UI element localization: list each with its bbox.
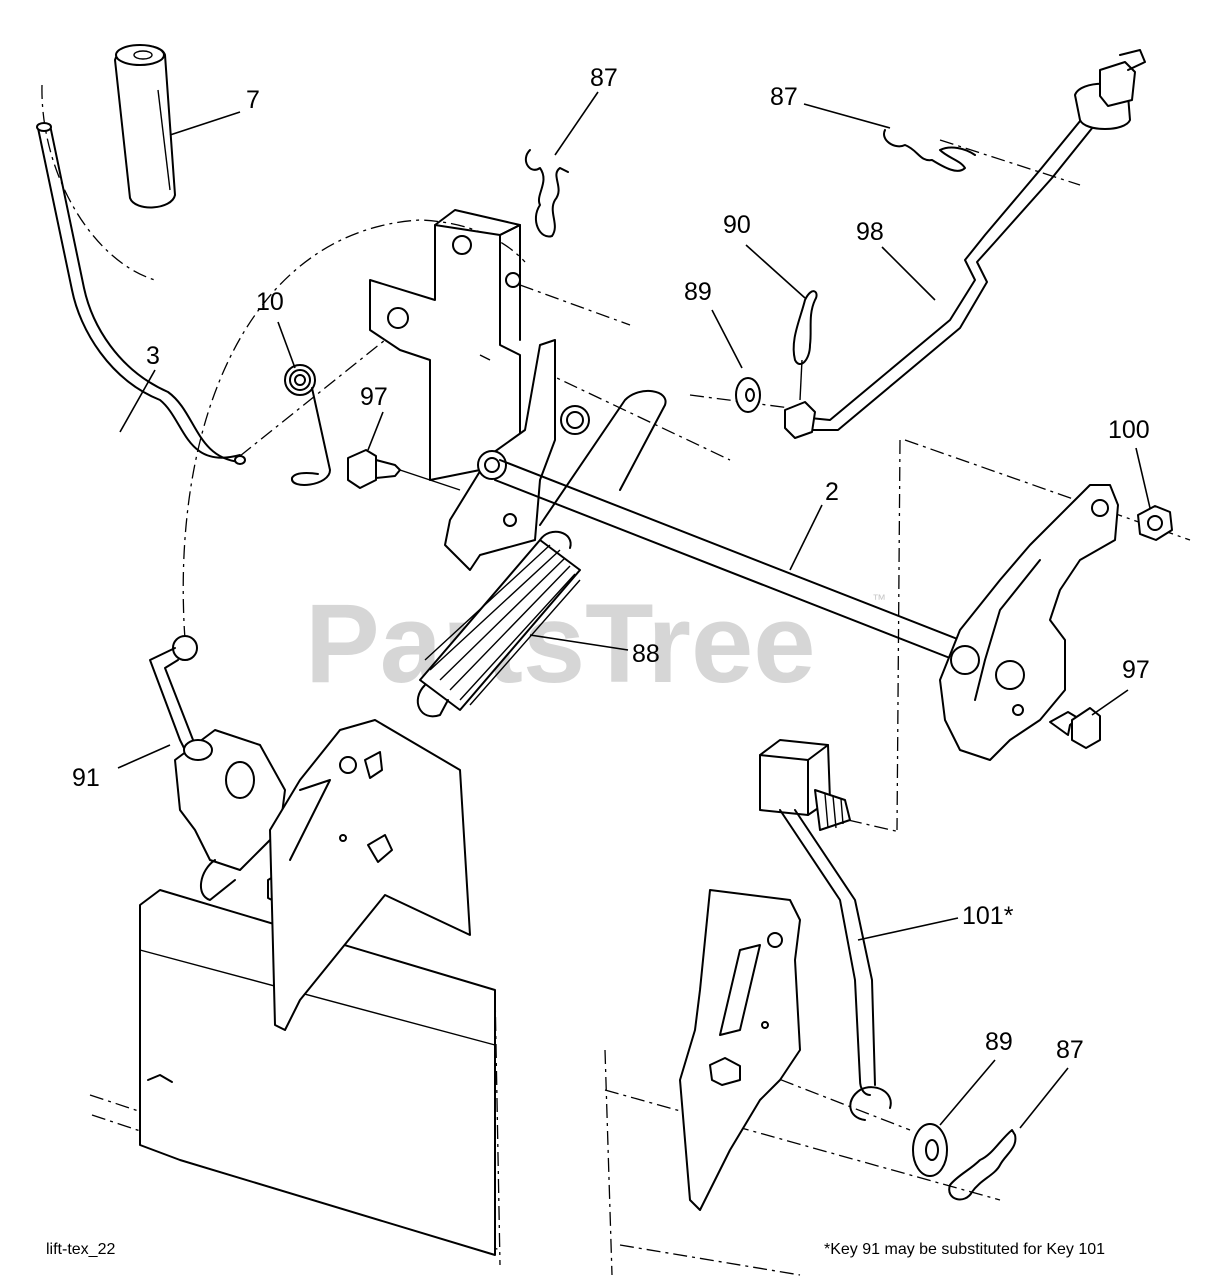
part-87-hairpin-clip-right	[883, 129, 976, 172]
leader-89-top	[711, 309, 743, 369]
leader-87-top	[554, 91, 599, 156]
part-88-extension-spring	[416, 530, 581, 718]
part-101-lower-lift-rod	[759, 739, 892, 1121]
part-10-torsion-spring	[284, 364, 331, 486]
part-90-cotter-pin	[792, 290, 818, 401]
callout-89-top: 89	[684, 278, 712, 306]
leader-87-bottom	[1019, 1067, 1069, 1129]
leader-87-right	[803, 103, 891, 129]
callout-97-left: 97	[360, 383, 388, 411]
part-97-bolt-left	[347, 449, 461, 491]
leader-7	[169, 111, 241, 136]
callout-7: 7	[246, 86, 260, 114]
leader-100	[1135, 447, 1151, 509]
leader-10	[277, 321, 296, 369]
callout-87-bottom: 87	[1056, 1036, 1084, 1064]
part-3-lift-lever	[36, 122, 246, 465]
leader-101	[857, 917, 959, 941]
callout-3: 3	[146, 342, 160, 370]
part-89-washer-top	[735, 377, 761, 413]
diagram-id: lift-tex_22	[46, 1241, 115, 1258]
assembly-line-shaft	[539, 369, 731, 461]
leader-90	[745, 244, 806, 299]
part-89-washer-bottom	[912, 1123, 948, 1177]
callouts: 7 3 10 87 97 87 90 98 89 100 2 88 97 91 …	[72, 64, 1150, 1064]
callout-97-right: 97	[1122, 656, 1150, 684]
mower-deck-left	[139, 889, 496, 1256]
assembly-line-washer	[689, 394, 791, 409]
assembly-line-clip-top-right	[939, 139, 1081, 186]
deck-slot	[147, 1074, 173, 1083]
callout-87-top: 87	[590, 64, 618, 92]
left-deck-bracket	[269, 719, 471, 1031]
assembly-line-block	[847, 819, 901, 833]
callout-10: 10	[256, 288, 284, 316]
leader-3	[119, 369, 156, 433]
assembly-line-spring-10	[239, 327, 401, 457]
part-97-bolt-right	[1049, 707, 1101, 749]
part-100-nut	[1137, 505, 1173, 541]
spring-hook-wire	[539, 389, 667, 526]
leader-89-bottom	[939, 1059, 996, 1126]
part-87-hairpin-clip-bottom	[948, 1129, 1017, 1201]
deck-edge-left	[494, 989, 501, 1266]
watermark-brand: PartsTree	[305, 581, 816, 706]
callout-90: 90	[723, 211, 751, 239]
callout-100: 100	[1108, 416, 1150, 444]
leader-98	[881, 246, 936, 301]
callout-91: 91	[72, 764, 100, 792]
part-87-hairpin-clip-top	[524, 149, 569, 238]
substitution-note: *Key 91 may be substituted for Key 101	[824, 1241, 1105, 1258]
callout-89-bottom: 89	[985, 1028, 1013, 1056]
right-deck-bracket	[679, 889, 801, 1211]
leader-91	[117, 744, 171, 769]
leader-lines	[117, 91, 1151, 1129]
deck-edge-right	[604, 1049, 613, 1276]
deck-line-right-2	[619, 1244, 801, 1276]
leader-2	[789, 504, 823, 571]
callout-101: 101*	[962, 902, 1014, 930]
lift-bracket	[369, 209, 521, 481]
right-lift-arm	[939, 484, 1119, 761]
assembly-line-grip	[41, 84, 156, 281]
leader-88	[529, 634, 629, 651]
part-7-handle-grip	[114, 44, 176, 209]
callout-98: 98	[856, 218, 884, 246]
callout-88: 88	[632, 640, 660, 668]
assembly-line-vertical	[896, 439, 901, 831]
callout-87-right: 87	[770, 83, 798, 111]
leader-97-right	[1091, 689, 1129, 716]
callout-2: 2	[825, 478, 839, 506]
lift-arm-plate	[444, 339, 590, 571]
part-98-lift-link	[784, 49, 1146, 439]
deck-edge-line	[139, 949, 496, 1046]
watermark-trademark: ™	[872, 591, 886, 607]
assembly-line-bracket	[519, 284, 631, 326]
leader-97-left	[367, 411, 384, 451]
part-2-lift-shaft	[494, 459, 961, 661]
